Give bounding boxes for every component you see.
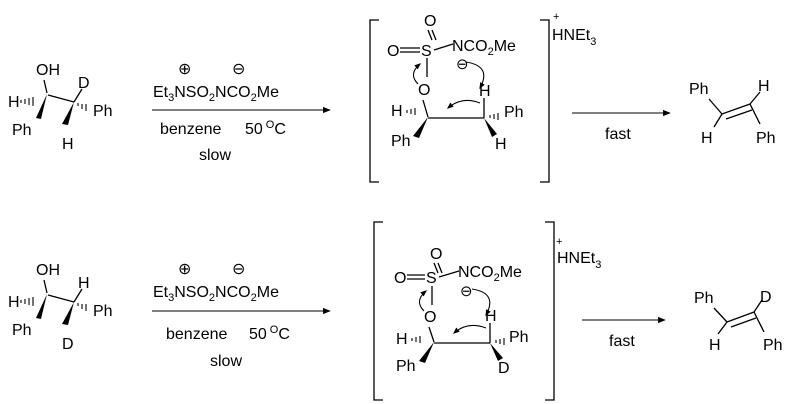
minus-charge-icon: ⊖: [460, 283, 473, 300]
phenyl-label: Ph: [391, 133, 411, 150]
carbamate-label: NCO2Me: [458, 264, 522, 284]
rate-label: slow: [210, 353, 242, 370]
phenyl-label: Ph: [509, 329, 529, 346]
h-label: H: [701, 130, 713, 147]
h-label: H: [709, 337, 721, 354]
h-label: H: [78, 275, 90, 292]
hashed-bond-icon: [411, 336, 421, 343]
phenyl-label: Ph: [756, 130, 776, 147]
intermediate-1: O O S NCO2Me ⊖ O H Ph H: [387, 13, 524, 153]
h-label: H: [396, 331, 408, 348]
hashed-bond-icon: [77, 303, 87, 311]
rate-label: slow: [199, 147, 231, 164]
carbamate-label: NCO2Me: [452, 38, 516, 58]
product-alkene-2: Ph D H Ph: [694, 289, 783, 354]
counterion-plus: +: [553, 11, 559, 23]
oxo-label: O: [424, 13, 436, 30]
h-label: H: [758, 78, 770, 95]
wedge-bond-icon: [62, 302, 74, 325]
counterion-plus: +: [556, 236, 562, 248]
phenyl-label: Ph: [396, 358, 416, 375]
minus-charge-icon: ⊖: [232, 61, 245, 78]
curved-arrow-icon: [452, 324, 487, 334]
minus-charge-icon: ⊖: [456, 56, 469, 73]
solvent-label: benzene: [166, 326, 227, 343]
phenyl-label: Ph: [12, 122, 32, 139]
oxo-label: O: [394, 270, 406, 287]
deuterium-label: D: [498, 360, 510, 377]
wedge-bond-icon: [490, 343, 503, 361]
h-label: H: [391, 103, 403, 120]
reactant-alcohol-1: OH H Ph D H Ph: [8, 62, 113, 153]
oxo-label: O: [430, 246, 442, 263]
intermediate-2: O O S NCO2Me ⊖ O H Ph H: [394, 246, 529, 377]
wedge-bond-icon: [36, 94, 47, 119]
scheme-2: OH H Ph H D Ph ⊕: [8, 221, 783, 401]
h-label: H: [8, 94, 20, 111]
phenyl-label: Ph: [504, 104, 524, 121]
hashed-bond-icon: [495, 338, 505, 345]
wedge-bond-icon: [419, 342, 434, 363]
counterion-label: HNEt3: [557, 250, 601, 271]
curved-arrow-icon: [465, 61, 485, 90]
scheme-1: OH H Ph D H Ph ⊕: [8, 11, 776, 183]
hashed-bond-icon: [406, 108, 416, 115]
solvent-label: benzene: [160, 121, 221, 138]
counterion-label: HNEt3: [552, 27, 596, 48]
hashed-bond-icon: [77, 103, 87, 111]
wedge-bond-icon: [36, 294, 47, 319]
bracket-icon: [373, 221, 555, 401]
deuterium-label: D: [78, 75, 90, 92]
phenyl-label: Ph: [763, 337, 783, 354]
wedge-bond-icon: [413, 117, 428, 138]
minus-charge-icon: ⊖: [232, 261, 245, 278]
product-alkene-1: Ph H H Ph: [689, 78, 776, 147]
phenyl-label: Ph: [12, 322, 32, 339]
reagent-formula: Et3NSO2NCO2Me: [153, 84, 279, 104]
reactant-alcohol-2: OH H Ph H D Ph: [8, 262, 113, 353]
h-label: H: [62, 136, 74, 153]
curved-arrow-icon: [412, 63, 422, 85]
phenyl-label: Ph: [694, 290, 714, 307]
h-label: H: [485, 308, 497, 325]
c-c-bond: [47, 94, 75, 103]
wedge-bond-icon: [484, 118, 497, 137]
c-d-bond: [73, 88, 83, 103]
curved-arrow-icon: [418, 290, 428, 312]
phenyl-label: Ph: [93, 103, 113, 120]
fast-label: fast: [609, 333, 635, 350]
phenyl-label: Ph: [689, 81, 709, 98]
fast-label: fast: [605, 126, 631, 143]
plus-charge-icon: ⊕: [178, 261, 191, 278]
curved-arrow-icon: [446, 99, 481, 109]
bracket-icon: [369, 19, 550, 183]
hydroxyl-label: OH: [36, 62, 60, 79]
hashed-bond-icon: [20, 97, 34, 106]
ester-oxygen-label: O: [424, 309, 436, 326]
h-label: H: [495, 136, 507, 153]
phenyl-label: Ph: [93, 303, 113, 320]
h-label: H: [8, 294, 20, 311]
curved-arrow-icon: [471, 288, 491, 317]
ester-oxygen-label: O: [418, 82, 430, 99]
c-o-bond: [43, 79, 48, 94]
hydroxyl-label: OH: [36, 262, 60, 279]
sulfur-label: S: [421, 43, 432, 60]
oxo-label: O: [387, 43, 399, 60]
hashed-bond-icon: [20, 297, 34, 306]
sulfur-label: S: [426, 270, 437, 287]
hashed-bond-icon: [489, 113, 499, 120]
deuterium-label: D: [62, 336, 74, 353]
h-label: H: [479, 83, 491, 100]
wedge-bond-icon: [62, 102, 74, 125]
plus-charge-icon: ⊕: [178, 61, 191, 78]
deuterium-label: D: [760, 289, 772, 306]
reagent-formula: Et3NSO2NCO2Me: [153, 284, 279, 304]
